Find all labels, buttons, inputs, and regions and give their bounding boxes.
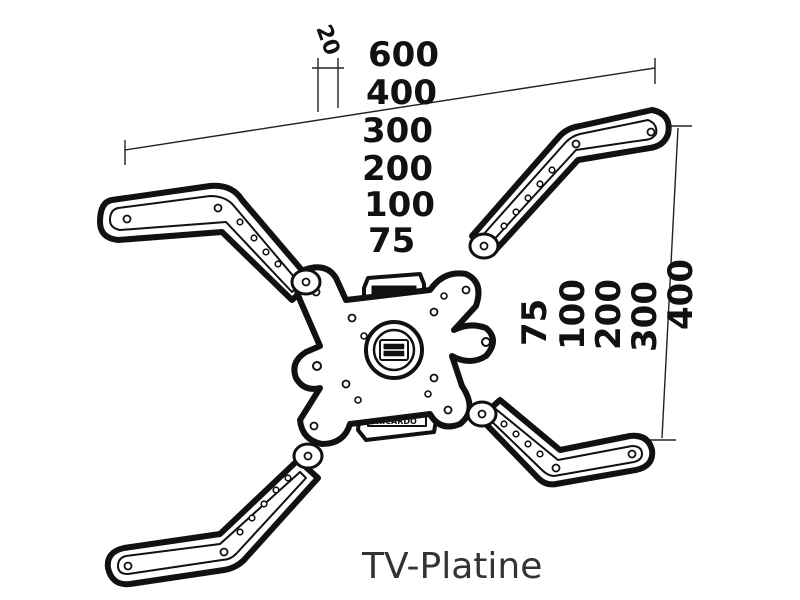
horizontal-label: 600 (368, 35, 439, 75)
vertical-label: 400 (661, 259, 701, 330)
horizontal-labels: 600 400 300 200 100 75 (362, 35, 439, 261)
arm-lower-left (104, 457, 321, 588)
horizontal-label: 75 (368, 221, 415, 261)
horizontal-label: 400 (366, 73, 437, 113)
vertical-label: 100 (553, 279, 593, 350)
brand-label: RICARDO (376, 417, 417, 426)
offset-label: 20 (310, 22, 344, 59)
arm-upper-right (469, 107, 672, 257)
arm-lower-right (477, 397, 656, 488)
vertical-label: 200 (589, 279, 629, 350)
vertical-label: 75 (515, 299, 555, 346)
vertical-labels: 75 100 200 300 400 (515, 259, 701, 352)
horizontal-label: 300 (362, 111, 433, 151)
caption: TV-Platine (361, 546, 542, 587)
horizontal-label: 100 (364, 185, 435, 225)
center-hub (364, 320, 424, 380)
vertical-dimension-line (661, 127, 679, 439)
vertical-label: 300 (625, 281, 665, 352)
horizontal-label: 200 (362, 149, 433, 189)
arm-upper-left (97, 182, 315, 303)
horizontal-dimension-line (124, 67, 656, 151)
tv-bracket: RICARDO (97, 107, 672, 588)
dimension-lines (124, 58, 692, 441)
